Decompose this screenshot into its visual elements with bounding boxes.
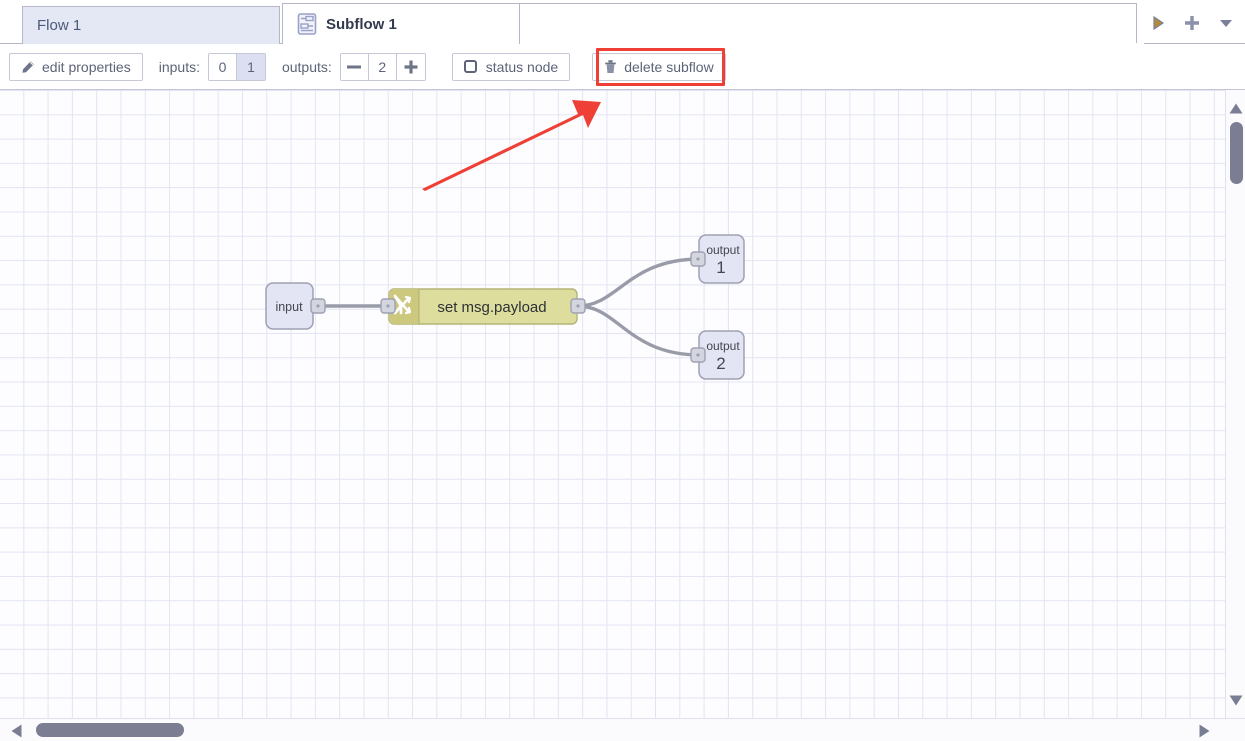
minus-icon [347,65,362,68]
plus-icon [1185,16,1199,30]
flow-canvas[interactable]: input set msg.payload [0,90,1225,718]
status-node-checkbox[interactable]: status node [451,52,571,81]
subflow-toolbar: edit properties inputs: 0 1 outputs: 2 s… [0,44,1245,90]
change-node-icon [393,294,412,315]
delete-subflow-label: delete subflow [624,58,714,75]
pencil-icon [22,60,34,73]
scroll-up-button[interactable] [1229,102,1243,114]
inputs-option-0[interactable]: 0 [208,53,237,80]
checkbox-icon [463,60,477,73]
tab-controls [1136,3,1243,43]
tab-subflow-1-label: Subflow 1 [326,15,397,33]
svg-text:input: input [275,300,303,314]
scroll-left-button[interactable] [10,724,22,738]
plus-icon [404,60,418,73]
svg-text:output: output [706,339,740,353]
scroll-down-button[interactable] [1229,694,1243,706]
trash-icon [605,60,616,73]
add-flow-button[interactable] [1175,6,1209,40]
tab-strip: Flow 1 Subflow 1 [22,3,1145,44]
flow-menu-button[interactable] [1209,6,1243,40]
chevron-down-icon [1220,20,1232,27]
inputs-label: inputs: [158,58,200,75]
play-triangle-icon [1153,15,1165,31]
outputs-decrement-button[interactable] [340,53,369,80]
outputs-label: outputs: [281,58,332,75]
wire-change-to-output1 [576,257,702,308]
vertical-scroll-thumb[interactable] [1230,122,1243,184]
svg-text:output: output [706,243,740,257]
next-tab-button[interactable] [1141,6,1175,40]
svg-text:1: 1 [716,258,725,277]
outputs-stepper[interactable]: 2 [339,52,426,81]
delete-subflow-button[interactable]: delete subflow [592,52,726,81]
annotation-arrow [422,100,601,191]
triangle-down-icon [1229,695,1243,705]
triangle-left-icon [11,724,21,738]
inputs-selector[interactable]: 0 1 [207,52,266,81]
tab-flow-1[interactable]: Flow 1 [22,6,280,44]
subflow-icon [297,13,317,35]
tab-flow-1-label: Flow 1 [37,17,82,34]
triangle-up-icon [1229,103,1243,113]
edit-properties-button[interactable]: edit properties [9,52,143,81]
status-node-label: status node [485,58,559,75]
svg-text:2: 2 [716,354,725,373]
wire-change-to-output2 [576,304,702,357]
vertical-scrollbar[interactable] [1225,90,1245,718]
node-subflow-output-1[interactable]: output 1 [690,234,745,284]
tab-subflow-1[interactable]: Subflow 1 [282,3,520,44]
inputs-option-1[interactable]: 1 [236,53,265,80]
node-subflow-input[interactable]: input [265,282,326,330]
svg-text:set msg.payload: set msg.payload [437,299,546,316]
edit-properties-label: edit properties [42,58,131,75]
node-change[interactable]: set msg.payload [380,288,586,325]
scroll-right-button[interactable] [1198,724,1210,738]
node-subflow-output-2[interactable]: output 2 [690,330,745,380]
outputs-value: 2 [368,53,397,80]
triangle-right-icon [1199,724,1209,738]
tab-bar: Flow 1 Subflow 1 [0,0,1245,44]
horizontal-scroll-thumb[interactable] [36,723,184,737]
tab-strip-filler [520,3,1145,44]
outputs-increment-button[interactable] [396,53,425,80]
horizontal-scrollbar[interactable] [0,718,1245,741]
